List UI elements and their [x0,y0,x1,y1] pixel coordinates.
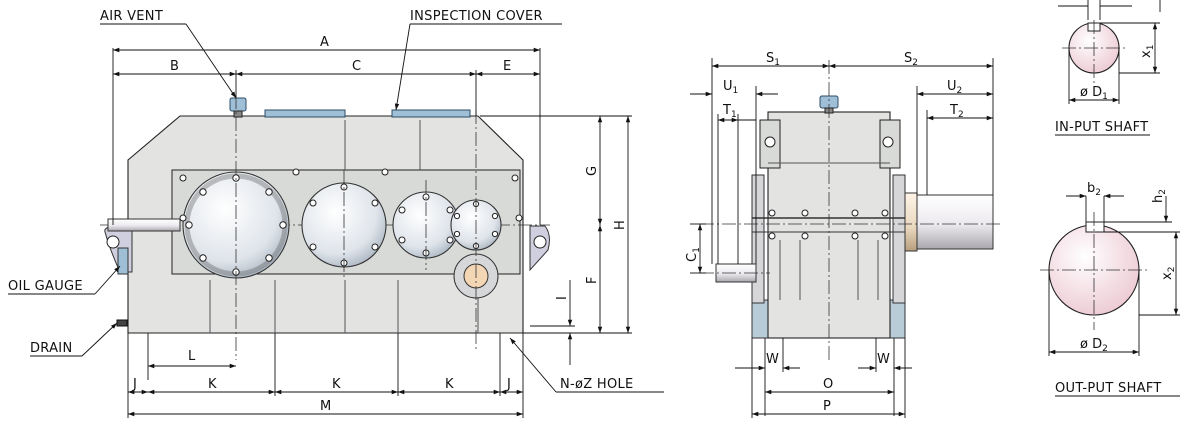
side-flange-left [751,174,765,304]
label-inspection-cover: INSPECTION COVER [410,9,543,24]
label-drain: DRAIN [30,341,72,356]
dim-T1: T1 [722,103,737,120]
output-shaft-title: OUT-PUT SHAFT [1055,381,1162,396]
dim-P: P [823,399,831,414]
dim-U2: U2 [947,79,962,96]
input-shaft-title: IN-PUT SHAFT [1055,120,1148,135]
dim-W-left: W [766,352,779,367]
oil-gauge-window [117,247,129,275]
front-dimensions: A B C E G F H I L J K K [112,35,632,418]
label-oil-gauge: OIL GAUGE [8,279,83,294]
dim-G: G [585,166,600,176]
label-air-vent: AIR VENT [100,9,163,24]
dim-S1: S1 [766,51,780,68]
side-flange-bolts [768,209,889,240]
input-shaft [107,218,181,232]
dim-J-right: J [506,377,511,392]
output-shaft-side [916,194,994,250]
left-lug-hole [106,235,120,249]
dim-I: I [555,296,570,300]
output-collar [904,192,918,252]
dim-T2: T2 [949,103,964,120]
dim-L: L [188,349,196,364]
dim-M: M [320,399,331,414]
side-view [700,60,1000,360]
dim-A: A [320,35,329,50]
dim-J-left: J [132,377,137,392]
dim-O: O [823,377,833,392]
dim-D2: ø D2 [1080,337,1108,354]
dim-K-2: K [332,377,341,392]
right-lug-hole [533,235,547,249]
dim-W-right: W [877,352,890,367]
dim-K-1: K [208,377,217,392]
dim-F: F [585,277,600,284]
dim-b2: b2 [1087,181,1101,198]
dim-x1: x1 [1139,45,1156,58]
dim-B: B [170,59,179,74]
dim-C1: C1 [685,247,702,262]
dim-h2: h2 [1151,189,1168,203]
dim-U1: U1 [723,79,738,96]
dim-D1: ø D1 [1080,85,1108,102]
input-shaft-detail: x1 ø D1 IN-PUT SHAFT [1055,0,1161,136]
dim-S2: S2 [904,51,918,68]
label-hole: N-øZ HOLE [560,377,634,392]
front-view [100,95,550,360]
dim-C: C [352,59,361,74]
flange-bolts [179,168,523,222]
dim-H: H [613,220,628,230]
air-vent-neck [233,110,243,118]
dim-x2: x2 [1160,267,1177,280]
output-shaft-detail: b2 h2 x2 ø D2 OUT-PUT SHAFT [1040,181,1180,397]
side-dimensions: S1 S2 U1 T1 U2 T2 C1 W [685,51,994,418]
air-vent-cap [229,97,247,112]
inspection-cover-2 [391,109,471,118]
drain-plug [116,319,128,327]
side-flange-right [892,174,906,304]
front-callouts: AIR VENT INSPECTION COVER OIL GAUGE DRAI… [8,9,664,393]
dim-E: E [503,59,511,74]
inspection-cover-1 [264,109,346,118]
dim-K-3: K [445,377,454,392]
